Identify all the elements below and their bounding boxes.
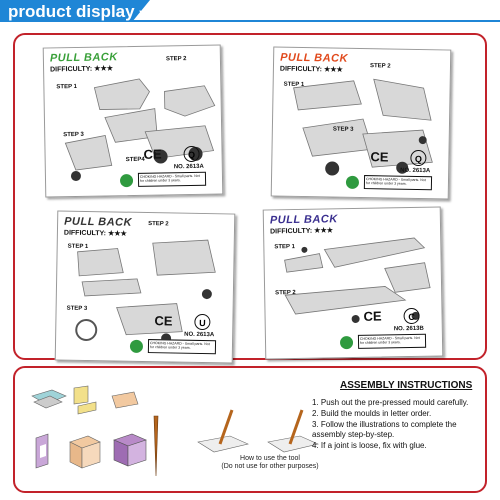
card-3-step-2: STEP 2	[148, 221, 169, 228]
product-display-frame	[13, 33, 487, 360]
header-bar: product display»	[0, 0, 500, 22]
ce-mark-icon: CE	[363, 308, 382, 324]
card-1-illustration	[64, 78, 216, 182]
card-4-model-number: NO. 2613B	[393, 325, 424, 333]
card-1-step-2: STEP 2	[165, 56, 187, 63]
punch-out-diagram-icon	[31, 389, 67, 409]
choking-hazard-label: CHOKING HAZARD - Small parts. Not for ch…	[357, 333, 427, 349]
card-2-marks: CE Q NO. 2613A CHOKING HAZARD - Small pa…	[345, 149, 441, 192]
choking-hazard-label: CHOKING HAZARD - Small parts. Not for ch…	[137, 171, 207, 187]
card-4-illustration	[284, 237, 431, 323]
card-1-logo: PULL BACK	[49, 51, 118, 65]
choking-hazard-label: CHOKING HAZARD - Small parts. Not for ch…	[147, 339, 217, 355]
instruction-card-3: PULL BACK DIFFICULTY: ★★★ STEP 1 STEP 2 …	[54, 210, 236, 364]
fold-diagram-icon	[73, 385, 97, 415]
header-tab	[0, 0, 150, 22]
ce-mark-icon: CE	[143, 146, 162, 162]
card-2-model-number: NO. 2613A	[400, 167, 431, 175]
card-3-logo: PULL BACK	[64, 215, 133, 229]
card-1-step-4: STEP4	[125, 156, 145, 164]
assembly-instructions-list: 1. Push out the pre-pressed mould carefu…	[312, 398, 484, 452]
box-assembly-diagram-icon	[69, 435, 101, 469]
card-2-step-3: STEP 3	[332, 126, 354, 133]
card-1-step-3: STEP 3	[63, 131, 84, 139]
card-2-step-1: STEP 1	[283, 81, 305, 89]
card-3-step-1: STEP 1	[67, 243, 89, 251]
assembly-instruction-item: 1. Push out the pre-pressed mould carefu…	[312, 398, 469, 407]
tool-usage-right-icon	[267, 409, 319, 453]
quality-mark-icon: Q	[183, 145, 200, 163]
ce-mark-icon: CE	[370, 149, 389, 165]
quality-mark-icon: Q	[410, 149, 427, 167]
card-2-difficulty: DIFFICULTY: ★★★	[279, 65, 343, 74]
card-3-illustration	[75, 239, 216, 344]
card-4-logo: PULL BACK	[269, 213, 338, 227]
quality-mark-icon: U	[194, 313, 211, 331]
choking-hazard-label: CHOKING HAZARD - Small parts. Not for ch…	[363, 175, 433, 191]
card-3-step-3: STEP 3	[66, 305, 88, 312]
card-2-illustration	[293, 78, 433, 176]
card-2-logo: PULL BACK	[280, 51, 349, 65]
tool-usage-diagram	[197, 409, 319, 453]
card-2-step-2: STEP 2	[369, 63, 391, 70]
card-3-marks: CE U NO. 2613A CHOKING HAZARD - Small pa…	[129, 313, 225, 356]
tool-usage-caption-line-1: How to use the tool	[240, 455, 300, 462]
card-1-difficulty: DIFFICULTY: ★★★	[50, 65, 114, 74]
assembly-instruction-item: 3. Follow the illustrations to complete …	[312, 420, 457, 439]
card-1-model-number: NO. 2613A	[173, 163, 204, 171]
tool-usage-caption-line-2: (Do not use for other purposes)	[221, 463, 319, 470]
quality-mark-icon: C	[403, 307, 420, 325]
card-1-step-1: STEP 1	[56, 83, 78, 91]
card-4-step-2: STEP 2	[275, 290, 296, 297]
card-3-model-number: NO. 2613A	[184, 331, 215, 339]
assembly-instructions-frame	[13, 366, 487, 493]
tool-usage-caption: How to use the tool (Do not use for othe…	[200, 455, 340, 471]
tool-usage-left-icon	[197, 409, 249, 453]
assembly-instruction-item: 2. Build the moulds in letter order.	[312, 409, 432, 418]
instruction-card-1: PULL BACK DIFFICULTY: ★★★ STEP 1 STEP 2 …	[42, 44, 224, 198]
tool-stick-icon	[153, 415, 159, 477]
double-arrow-icon: »	[138, 4, 147, 20]
instruction-card-2: PULL BACK DIFFICULTY: ★★★ STEP 1 STEP 2 …	[270, 46, 452, 200]
card-4-step-1: STEP 1	[274, 244, 295, 251]
corner-piece-diagram-icon	[35, 433, 49, 469]
card-4-difficulty: DIFFICULTY: ★★★	[270, 227, 334, 236]
cube-diagram-icon	[113, 433, 147, 467]
card-1-marks: CE Q NO. 2613A CHOKING HAZARD - Small pa…	[119, 145, 214, 189]
page-title: product display»	[8, 2, 146, 22]
page-title-text: product display	[8, 2, 135, 21]
assembly-diagrams	[31, 385, 159, 477]
assembly-instructions-title: ASSEMBLY INSTRUCTIONS	[340, 380, 473, 391]
tab-slot-diagram-icon	[111, 391, 139, 409]
header-underline	[0, 20, 500, 22]
card-3-difficulty: DIFFICULTY: ★★★	[63, 229, 127, 238]
instruction-card-4: PULL BACK DIFFICULTY: ★★★ STEP 1 STEP 2 …	[262, 206, 444, 360]
ce-mark-icon: CE	[154, 313, 173, 329]
card-4-marks: CE C NO. 2613B CHOKING HAZARD - Small pa…	[339, 307, 434, 351]
assembly-instruction-item: 4. If a joint is loose, fix with glue.	[312, 441, 427, 450]
